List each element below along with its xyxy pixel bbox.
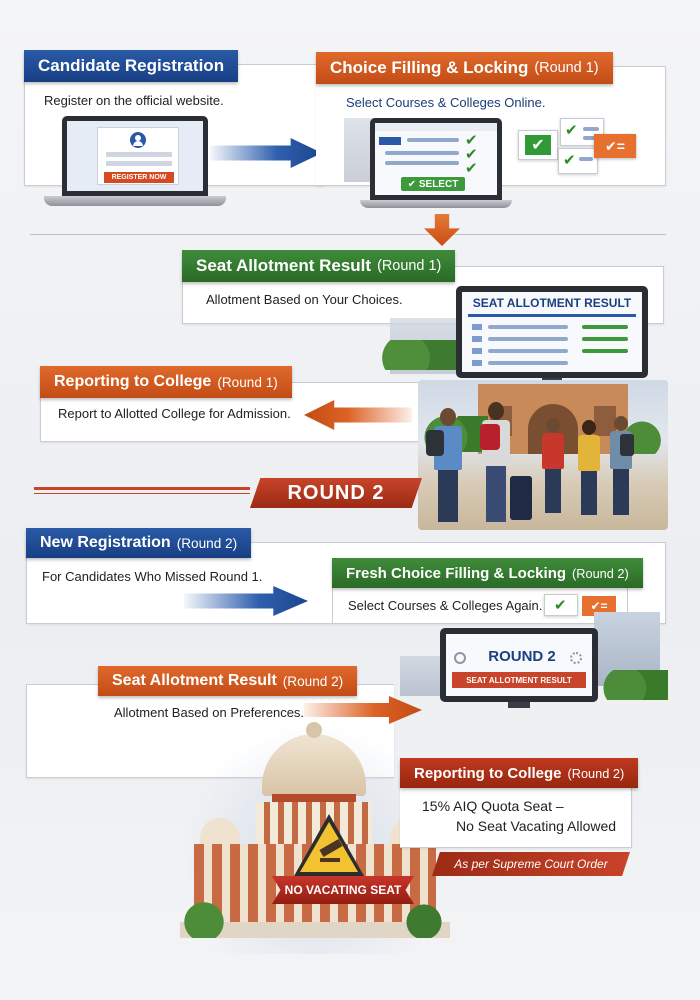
step-seat-allotment-r1-title: Seat Allotment Result(Round 1): [182, 250, 456, 282]
laptop-base: [360, 200, 512, 208]
step-seat-allotment-r2-title: Seat Allotment Result(Round 2): [98, 666, 358, 696]
bushes: [382, 340, 462, 370]
monitor-seat-allotment-r2: ROUND 2 SEAT ALLOTMENT RESULT: [440, 628, 598, 702]
laptop-base: [44, 196, 226, 206]
refresh-icon: [454, 652, 466, 664]
seat-allotment-screen-title: SEAT ALLOTMENT RESULT: [472, 296, 632, 310]
settings-icon: [570, 652, 582, 664]
checklist-card: ✔: [518, 130, 558, 160]
student-figure: [538, 418, 568, 518]
step-choice-filling-r1-desc: Select Courses & Colleges Online.: [346, 95, 546, 110]
step-new-registration-r2-desc: For Candidates Who Missed Round 1.: [42, 569, 263, 584]
student-figure: [426, 408, 468, 528]
checkbox-icon: ✔: [544, 594, 578, 616]
student-figure: [606, 416, 636, 520]
laptop-select-illustration: ✔ ✔ ✔ ✔ SELECT: [370, 118, 502, 200]
step-candidate-registration-desc: Register on the official website.: [44, 93, 224, 108]
monitor-stand: [508, 702, 530, 708]
seat-allotment-r2-screen-subtitle: SEAT ALLOTMENT RESULT: [452, 672, 586, 688]
checklist-card: ✔: [558, 148, 598, 174]
check-list-icon: ✔=: [594, 134, 636, 158]
check-icon: ✔: [465, 160, 478, 177]
step-new-registration-r2-title: New Registration(Round 2): [26, 528, 252, 558]
step-choice-filling-r1-title: Choice Filling & Locking(Round 1): [316, 52, 613, 84]
step-reporting-r2-title: Reporting to College(Round 2): [400, 758, 639, 788]
supreme-court-order-note: As per Supreme Court Order: [432, 852, 630, 876]
suitcase-icon: [510, 476, 532, 520]
monitor-seat-allotment-r1: SEAT ALLOTMENT RESULT: [456, 286, 648, 378]
laptop-illustration: REGISTER NOW: [62, 116, 208, 196]
step-seat-allotment-r2-desc: Allotment Based on Preferences.: [114, 705, 305, 720]
user-icon: [130, 132, 146, 148]
no-vacating-seat-ribbon: NO VACATING SEAT: [272, 876, 414, 904]
step-fresh-choice-r2-desc: Select Courses & Colleges Again.: [348, 598, 543, 613]
student-figure: [574, 420, 604, 520]
register-now-button[interactable]: REGISTER NOW: [104, 172, 174, 183]
arrow-down-to-allotment: [424, 214, 460, 246]
round2-divider-left: [34, 493, 250, 494]
round2-banner: ROUND 2: [250, 478, 422, 508]
step-candidate-registration-title: Candidate Registration: [24, 50, 239, 82]
bushes: [596, 670, 668, 700]
select-button[interactable]: ✔ SELECT: [401, 177, 465, 191]
student-figure: [476, 402, 516, 528]
separator-line: [30, 234, 666, 235]
step-fresh-choice-r2-title: Fresh Choice Filling & Locking(Round 2): [332, 558, 643, 588]
round2-screen-title: ROUND 2: [488, 648, 556, 665]
step-reporting-r1-desc: Report to Allotted College for Admission…: [58, 406, 291, 421]
step-reporting-r2-desc-line1: 15% AIQ Quota Seat –: [422, 798, 564, 814]
step-reporting-r1-title: Reporting to College(Round 1): [40, 366, 292, 398]
check-list-icon: ✔=: [582, 596, 616, 616]
step-reporting-r2-desc-line2: No Seat Vacating Allowed: [456, 818, 617, 834]
college-scene: [418, 380, 668, 530]
check-icon: ✔: [465, 132, 478, 149]
round2-divider-left: [34, 487, 250, 490]
step-seat-allotment-r1-desc: Allotment Based on Your Choices.: [206, 292, 403, 307]
court-drum: [256, 802, 372, 848]
check-icon: ✔: [465, 146, 478, 163]
